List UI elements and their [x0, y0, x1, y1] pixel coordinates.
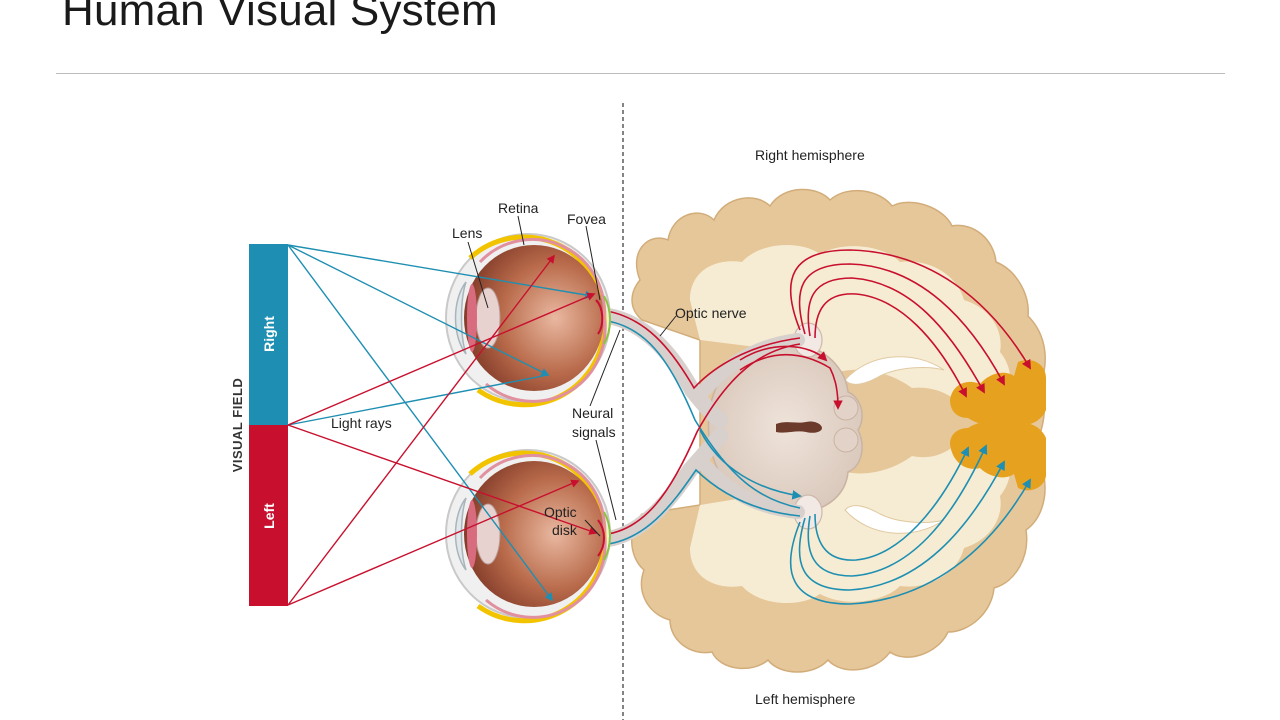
optic-nerve-bottom	[592, 428, 728, 548]
ray-blue-4	[287, 374, 549, 426]
eye-top	[445, 233, 611, 408]
label-left-hemisphere: Left hemisphere	[755, 691, 856, 707]
ray-red-4	[287, 479, 580, 606]
optic-tract-bottom	[693, 453, 805, 519]
right-field-label: Right	[261, 316, 277, 352]
ray-red-2	[287, 424, 598, 535]
eye-top-green-layer	[603, 295, 611, 345]
radiation-red-4	[814, 293, 967, 398]
label-right-hemisphere: Right hemisphere	[755, 147, 865, 163]
label-optic-disk-1: Optic	[544, 504, 577, 520]
brain	[631, 188, 1046, 673]
leader-lines	[467, 215, 677, 537]
radiation-red-2	[798, 263, 1005, 386]
ray-blue-1	[287, 244, 594, 300]
radiation-blue-3	[807, 444, 988, 577]
leader-optic-nerve	[659, 315, 677, 337]
optic-radiations-right	[739, 249, 1031, 410]
signal-red-top	[599, 309, 801, 390]
leader-retina	[517, 215, 525, 246]
light-rays	[287, 244, 598, 606]
left-field-bar	[249, 425, 288, 606]
label-retina: Retina	[498, 200, 539, 216]
optic-nerve-top	[592, 307, 728, 428]
eye-bottom-green-layer	[603, 511, 611, 561]
radiation-red-5	[739, 353, 843, 410]
label-optic-disk-2: disk	[552, 522, 578, 538]
eye-top-interior	[464, 245, 604, 391]
leader-optic-disk	[584, 519, 601, 537]
title-divider	[56, 73, 1225, 74]
radiation-red-1	[789, 249, 1031, 370]
ray-red-3	[287, 254, 556, 606]
aqueduct	[776, 421, 822, 433]
radiation-blue-1	[789, 478, 1031, 605]
visual-field-axis-label: VISUAL FIELD	[230, 378, 245, 473]
left-field-label: Left	[261, 503, 277, 529]
label-neural-signals-1: Neural	[572, 405, 613, 421]
label-lens: Lens	[452, 225, 482, 241]
label-fovea: Fovea	[567, 211, 606, 227]
signal-blue-top	[599, 319, 801, 509]
slide-title: Human Visual System	[62, 0, 498, 35]
eye-top-retina-pink	[478, 238, 607, 403]
label-light-rays: Light rays	[331, 415, 392, 431]
ventricle-left	[844, 505, 945, 534]
right-field-bar	[249, 244, 288, 425]
signal-blue-bottom	[599, 468, 801, 546]
ray-blue-2	[287, 244, 554, 602]
label-optic-nerve: Optic nerve	[675, 305, 747, 321]
eye-bottom	[445, 449, 611, 624]
eye-bottom-optic-disk	[597, 519, 605, 557]
eye-bottom-interior	[464, 461, 604, 607]
white-matter-left	[690, 440, 1011, 604]
radiation-red-6	[739, 345, 828, 362]
neural-signal-lines	[599, 309, 801, 546]
leader-neural-2	[595, 439, 617, 521]
eye-bottom-cornea	[454, 497, 467, 571]
radiation-blue-5	[699, 429, 802, 500]
leader-lens	[467, 241, 489, 309]
ray-red-1	[287, 292, 596, 426]
eye-top-cornea	[454, 281, 467, 355]
colliculus-lower	[833, 427, 859, 453]
radiation-blue-4	[814, 446, 970, 561]
ray-blue-3	[287, 244, 550, 376]
signal-red-bottom	[599, 343, 801, 536]
optic-radiations-left	[699, 429, 1031, 605]
radiation-blue-2	[798, 460, 1005, 591]
label-neural-signals-2: signals	[572, 424, 616, 440]
eye-top-iris	[467, 284, 477, 352]
visual-cortex-right	[950, 359, 1046, 426]
eye-top-fovea	[595, 299, 604, 335]
visual-field: Right Left VISUAL FIELD	[230, 244, 288, 606]
visual-cortex-left	[950, 421, 1046, 491]
leader-fovea	[585, 225, 601, 301]
eye-bottom-iris	[467, 500, 477, 568]
leader-neural-1	[589, 329, 621, 407]
radiation-red-3	[807, 277, 985, 394]
ventricle-right	[844, 356, 945, 385]
